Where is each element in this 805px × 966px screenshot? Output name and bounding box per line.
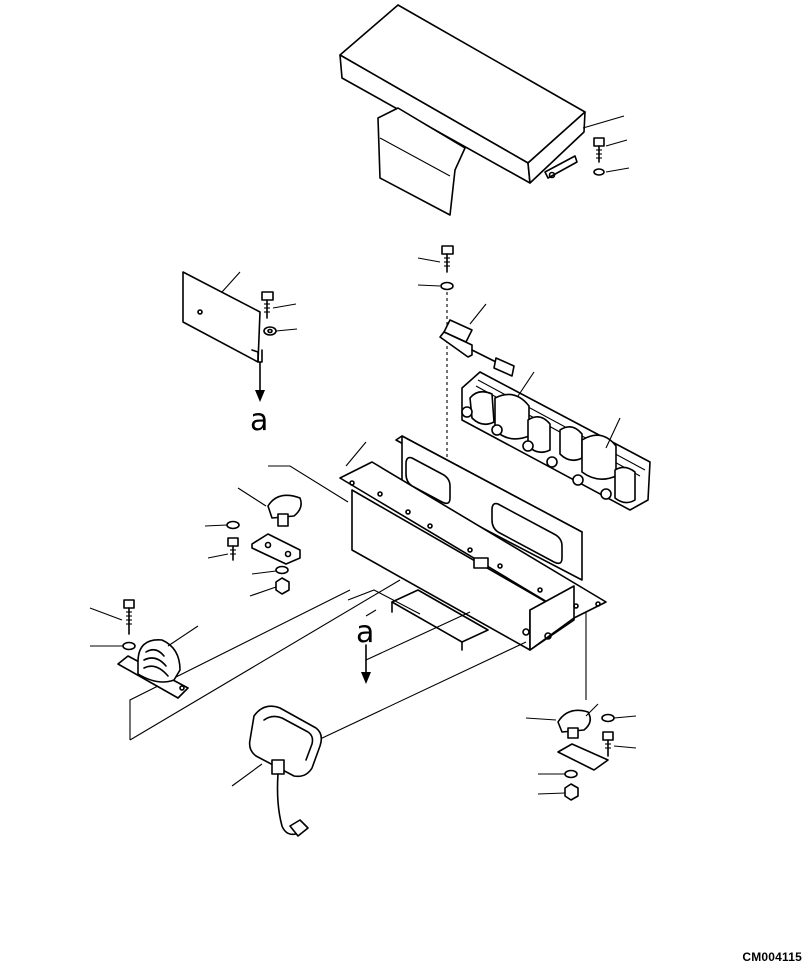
top-washer (593, 168, 605, 176)
work-lamp (231, 705, 323, 837)
right-mount-knob (525, 703, 599, 739)
drawing-code: CM004115 (742, 950, 802, 964)
top-leader-lines (582, 115, 630, 173)
relay-connector (439, 303, 515, 377)
main-bracket (339, 435, 607, 651)
side-plate (182, 271, 263, 363)
top-cover (339, 4, 586, 216)
buzzer (117, 625, 199, 699)
callout-label-a-lower: a (356, 615, 374, 650)
phantom-guide-lines (129, 465, 587, 741)
right-washer-upper (601, 713, 637, 723)
gauge-module (461, 371, 651, 511)
left-washer-lower (251, 565, 289, 575)
direction-arrow-a-lower: a (356, 615, 374, 684)
left-nut (249, 577, 290, 597)
right-bolt (602, 731, 637, 757)
plate-bolt (261, 291, 297, 319)
plate-washer (263, 326, 298, 336)
center-washer (417, 281, 454, 291)
left-mount-bracket (251, 533, 301, 565)
left-washer-upper (204, 520, 240, 530)
left-bolt (207, 537, 239, 561)
direction-arrow-a-upper: a (250, 361, 268, 438)
left-bolt-far (89, 599, 135, 635)
right-nut (537, 783, 579, 801)
top-bolt (593, 137, 605, 163)
right-mount-bracket (557, 743, 609, 771)
callout-label-a-upper: a (250, 403, 268, 438)
center-bolt (417, 245, 454, 273)
left-washer-far (90, 641, 136, 651)
left-mount-knob (237, 487, 302, 527)
right-washer-lower (538, 769, 578, 779)
